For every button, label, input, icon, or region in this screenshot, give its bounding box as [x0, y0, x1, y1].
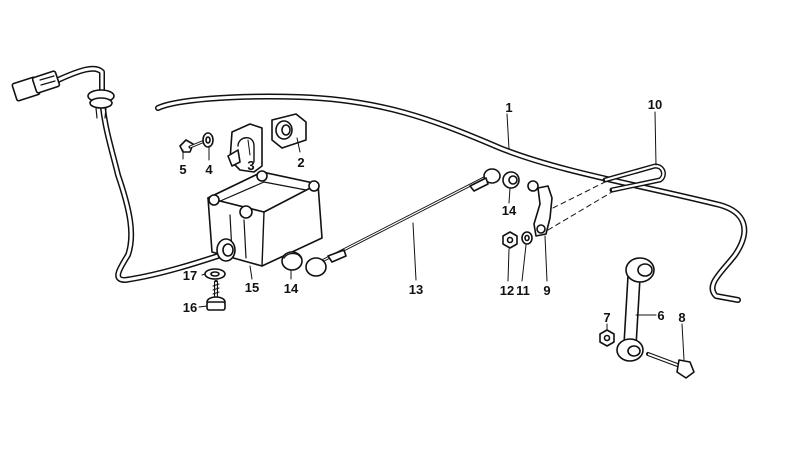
label-part-15: 15 — [245, 280, 259, 295]
wiring-harness — [11, 65, 233, 283]
label-part-14-right: 14 — [502, 203, 517, 218]
label-part-7: 7 — [603, 310, 610, 325]
part-10-rod-end — [544, 163, 666, 231]
part-12-nut — [502, 231, 518, 249]
part-6-coupling-link — [616, 257, 655, 362]
label-part-1: 1 — [505, 100, 512, 115]
part-16-screw — [206, 280, 226, 311]
label-part-5: 5 — [179, 162, 186, 177]
part-3-bracket — [227, 123, 263, 173]
part-labels: 1 2 3 4 5 6 7 8 9 10 11 12 13 14 14 15 1… — [179, 97, 685, 325]
part-2-bushing — [271, 113, 307, 149]
label-part-14-left: 14 — [284, 281, 299, 296]
part-14-cap-right — [502, 171, 520, 189]
label-part-13: 13 — [409, 282, 423, 297]
label-part-10: 10 — [648, 97, 662, 112]
part-13-link-rod — [305, 168, 501, 277]
label-part-8: 8 — [678, 310, 685, 325]
part-9-lever — [527, 180, 553, 237]
label-part-12: 12 — [500, 283, 514, 298]
part-4-washer — [202, 132, 214, 148]
leader-lines — [182, 111, 685, 361]
part-11-washer — [521, 231, 533, 245]
part-8-bolt — [646, 352, 695, 379]
part-7-nut — [599, 329, 615, 347]
label-part-3: 3 — [247, 158, 254, 173]
part-15-sensor — [207, 170, 323, 267]
label-part-11: 11 — [516, 283, 530, 298]
label-part-6: 6 — [657, 308, 664, 323]
label-part-17: 17 — [183, 268, 197, 283]
label-part-4: 4 — [205, 162, 213, 177]
label-part-9: 9 — [543, 283, 550, 298]
label-part-16: 16 — [183, 300, 197, 315]
label-part-2: 2 — [297, 155, 304, 170]
part-1-rod — [155, 93, 748, 303]
part-17-washer — [204, 268, 226, 280]
part-14-cap-left — [281, 251, 303, 271]
